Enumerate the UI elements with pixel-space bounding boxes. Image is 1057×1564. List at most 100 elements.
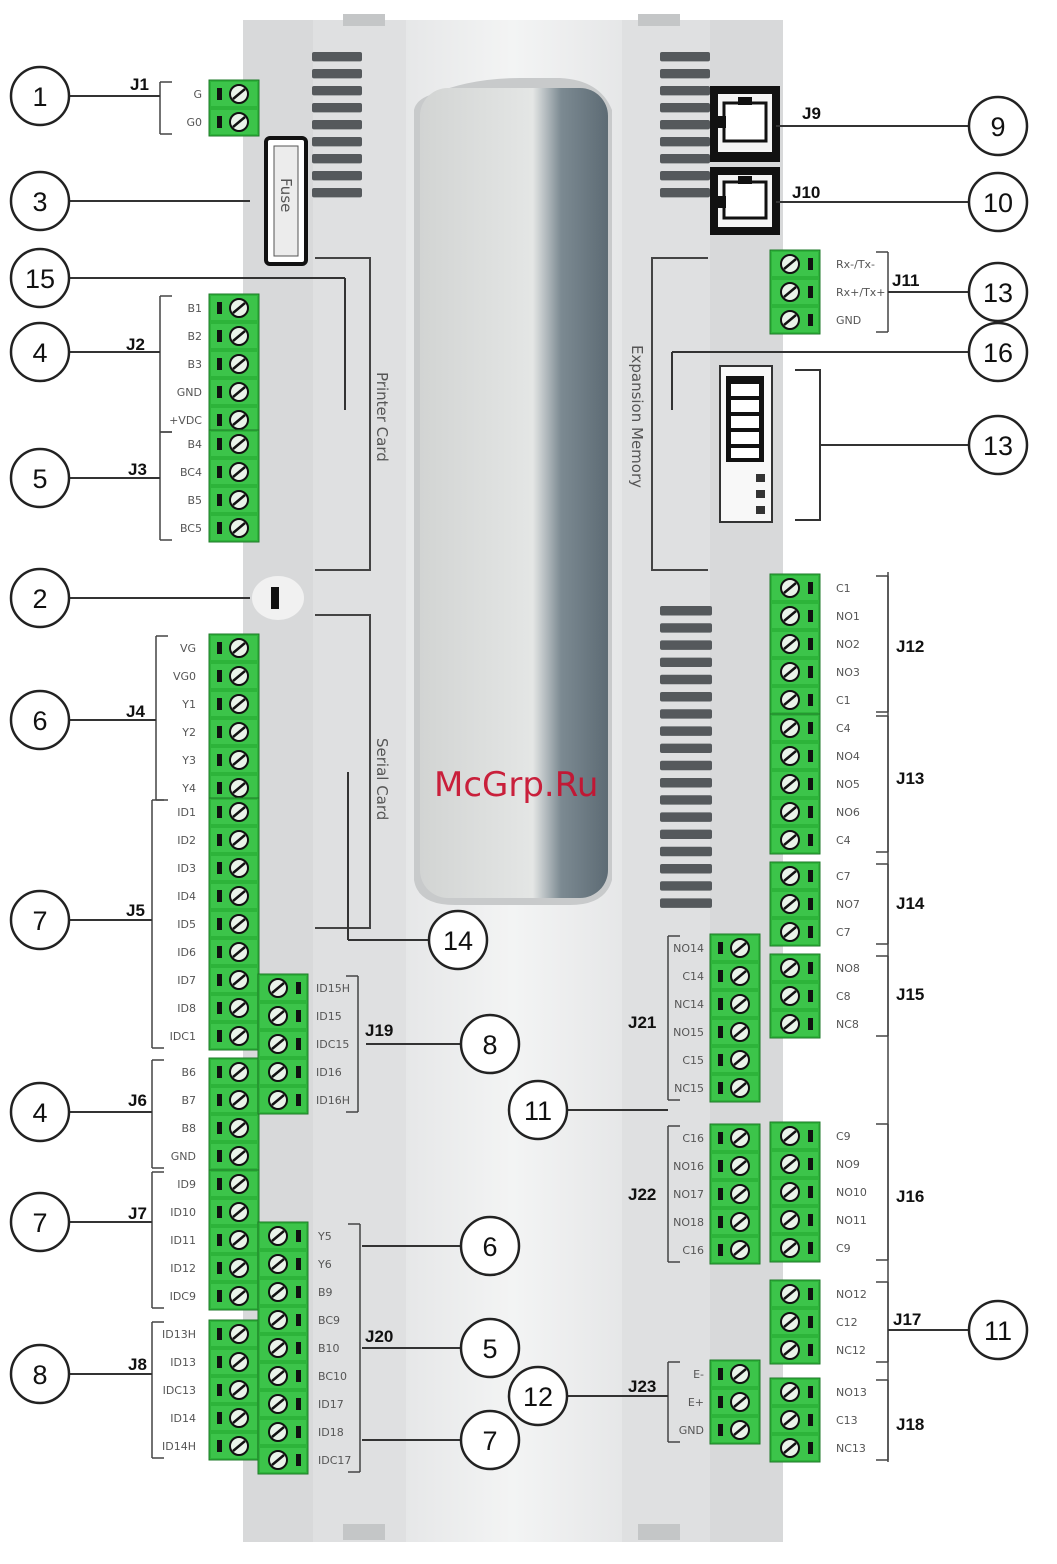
- watermark: McGrp.Ru: [434, 765, 598, 805]
- vent-slot: [660, 898, 712, 908]
- terminal-block-j6[interactable]: [208, 1057, 260, 1171]
- connector-label-j3: J3: [128, 460, 147, 479]
- pin-label: NO4: [836, 750, 860, 763]
- pin-label: IDC13: [163, 1384, 196, 1397]
- pin-label: ID16H: [316, 1094, 350, 1107]
- callout-number: 11: [524, 1096, 552, 1126]
- pin-label: NO13: [836, 1386, 867, 1399]
- connector-label-j12: J12: [896, 637, 924, 656]
- terminal-block-j20[interactable]: [257, 1221, 309, 1475]
- pin-label: ID3: [177, 862, 196, 875]
- terminal-block-j5[interactable]: [208, 797, 260, 1051]
- serial-card-label: Serial Card: [373, 738, 391, 820]
- pin-label: B9: [318, 1286, 333, 1299]
- rj-jack-j10[interactable]: [710, 167, 780, 235]
- terminal-block-j1[interactable]: [208, 79, 260, 137]
- pin-label: NO6: [836, 806, 860, 819]
- connector-label-j10: J10: [792, 183, 820, 202]
- callout-c15: 15: [9, 247, 71, 309]
- callout-c2: 2: [9, 567, 71, 629]
- terminal-block-j13[interactable]: [769, 713, 821, 855]
- pin-label: C8: [836, 990, 851, 1003]
- callout-number: 6: [32, 706, 47, 736]
- pin-label: C9: [836, 1242, 851, 1255]
- terminal-block-j21[interactable]: [709, 933, 761, 1103]
- fuse: Fuse: [264, 136, 308, 266]
- callout-number: 6: [482, 1232, 497, 1262]
- terminal-block-j18[interactable]: [769, 1377, 821, 1463]
- pin-label: ID11: [170, 1234, 196, 1247]
- terminal-block-j8[interactable]: [208, 1319, 260, 1461]
- pin-label: B4: [187, 438, 202, 451]
- pin-label: B5: [187, 494, 202, 507]
- terminal-block-j11[interactable]: [769, 249, 821, 335]
- callout-number: 11: [984, 1316, 1012, 1346]
- pin-label: C9: [836, 1130, 851, 1143]
- connector-label-j20: J20: [365, 1327, 393, 1346]
- callout-c13b: 13: [967, 414, 1029, 476]
- vent-slot: [660, 623, 712, 633]
- pin-label: NO1: [836, 610, 860, 623]
- address-dip-switch[interactable]: [719, 365, 972, 523]
- vent-slot: [660, 188, 710, 198]
- terminal-block-j7[interactable]: [208, 1169, 260, 1311]
- terminal-block-j4[interactable]: [208, 633, 260, 803]
- terminal-block-j17[interactable]: [769, 1279, 821, 1365]
- connector-label-j6: J6: [128, 1091, 147, 1110]
- pin-label: VG: [180, 642, 196, 655]
- connector-label-j16: J16: [896, 1187, 924, 1206]
- callout-number: 2: [32, 584, 47, 614]
- rj-jack-j9[interactable]: [710, 86, 780, 162]
- pin-label: G: [193, 88, 202, 101]
- vent-slot: [660, 154, 710, 164]
- connector-label-j7: J7: [128, 1204, 147, 1223]
- callout-c6b: 6: [459, 1215, 521, 1277]
- vent-slot: [660, 69, 710, 79]
- vent-slot: [312, 69, 362, 79]
- terminal-block-j2[interactable]: [208, 293, 260, 435]
- pin-label: IDC15: [316, 1038, 349, 1051]
- pin-label: BC4: [180, 466, 202, 479]
- pin-label: BC5: [180, 522, 202, 535]
- pin-label: C1: [836, 694, 851, 707]
- connector-label-j23: J23: [628, 1377, 656, 1396]
- pin-label: G0: [186, 116, 202, 129]
- pin-label: GND: [679, 1424, 704, 1437]
- callout-c3: 3: [9, 170, 71, 232]
- terminal-block-j12[interactable]: [769, 573, 821, 715]
- printer-card-label: Printer Card: [373, 372, 391, 462]
- pin-label: ID2: [177, 834, 196, 847]
- terminal-block-j15[interactable]: [769, 953, 821, 1039]
- callout-c6a: 6: [9, 689, 71, 751]
- pin-label: B8: [181, 1122, 196, 1135]
- pin-label: NC13: [836, 1442, 866, 1455]
- pin-label: C16: [682, 1132, 704, 1145]
- callout-c10: 10: [967, 171, 1029, 233]
- terminal-block-j16[interactable]: [769, 1121, 821, 1263]
- pin-label: IDC17: [318, 1454, 351, 1467]
- callout-number: 3: [32, 187, 47, 217]
- pin-label: ID8: [177, 1002, 196, 1015]
- pin-label: +VDC: [169, 414, 202, 427]
- pin-label: ID13: [170, 1356, 196, 1369]
- pin-label: ID15H: [316, 982, 350, 995]
- pin-label: Y4: [181, 782, 196, 795]
- pin-label: C7: [836, 926, 851, 939]
- callout-c7a: 7: [9, 889, 71, 951]
- pin-label: ID9: [177, 1178, 196, 1191]
- terminal-block-j23[interactable]: [709, 1359, 761, 1445]
- pin-label: NO11: [836, 1214, 867, 1227]
- pin-label: E+: [688, 1396, 704, 1409]
- terminal-block-j14[interactable]: [769, 861, 821, 947]
- callout-c11a: 11: [507, 1079, 569, 1141]
- connector-label-j5: J5: [126, 901, 145, 920]
- terminal-block-j19[interactable]: [257, 973, 309, 1115]
- vent-slots: [312, 52, 712, 908]
- vent-slot: [312, 52, 362, 62]
- vent-slot: [312, 188, 362, 198]
- pin-label: ID5: [177, 918, 196, 931]
- terminal-block-j22[interactable]: [709, 1123, 761, 1265]
- vent-slot: [312, 171, 362, 181]
- pin-label: NC8: [836, 1018, 859, 1031]
- terminal-block-j3[interactable]: [208, 429, 260, 543]
